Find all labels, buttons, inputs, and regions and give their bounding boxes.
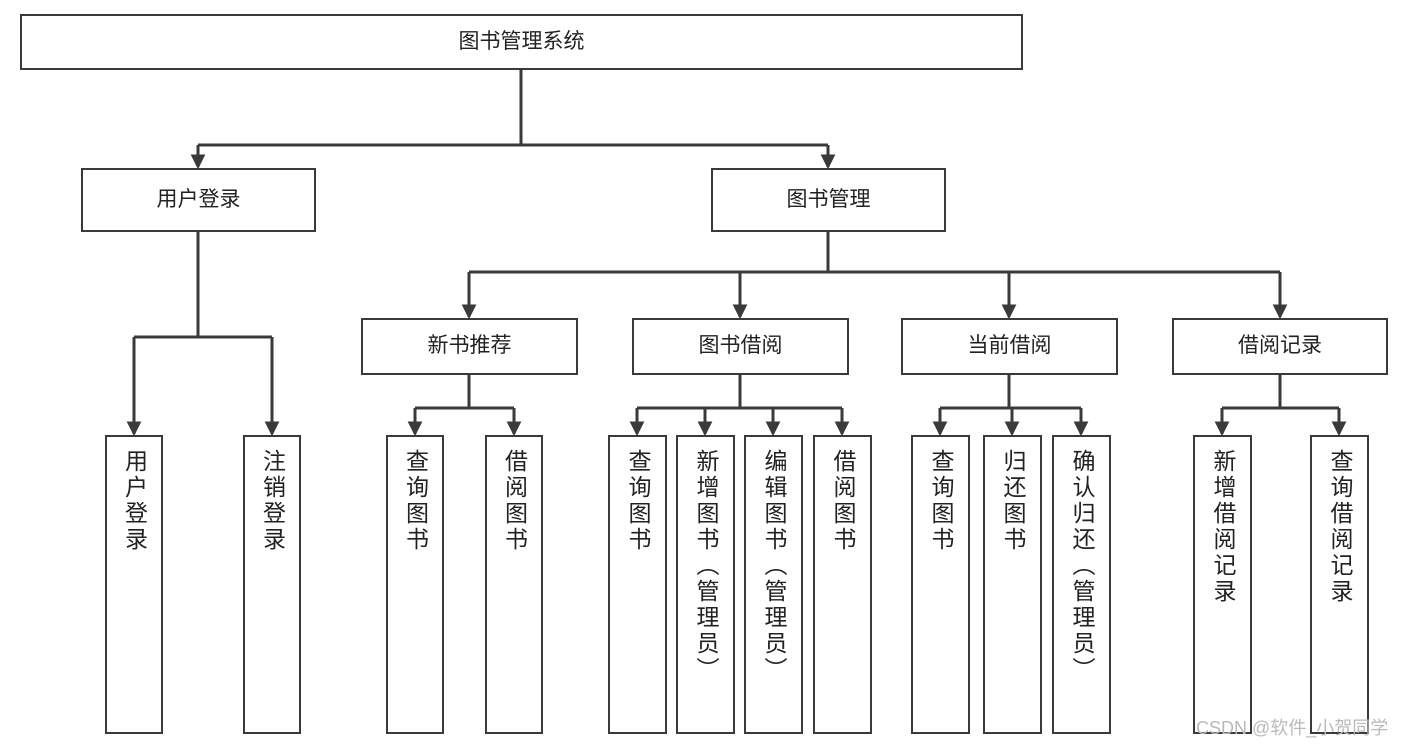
- node-label: 编辑图书（管理员）: [761, 449, 787, 683]
- node-leaf-borrow-book-rec[interactable]: 借阅图书: [485, 435, 543, 734]
- node-label: 查询图书: [402, 449, 429, 553]
- node-leaf-query-record[interactable]: 查询借阅记录: [1310, 435, 1369, 734]
- node-label: 图书管理: [786, 187, 871, 211]
- node-leaf-query-book-borrow[interactable]: 查询图书: [608, 435, 667, 734]
- node-leaf-add-record[interactable]: 新增借阅记录: [1193, 435, 1252, 734]
- node-leaf-add-book[interactable]: 新增图书（管理员）: [676, 435, 735, 734]
- node-leaf-user-logout[interactable]: 注销登录: [243, 435, 301, 734]
- node-label: 注销登录: [259, 449, 286, 553]
- node-label: 借阅图书: [501, 449, 528, 553]
- node-leaf-confirm-return[interactable]: 确认归还（管理员）: [1052, 435, 1111, 734]
- node-root[interactable]: 图书管理系统: [20, 14, 1023, 70]
- node-book-manage[interactable]: 图书管理: [711, 168, 946, 232]
- node-label: 图书管理系统: [458, 29, 585, 53]
- watermark-text: CSDN @软件_小贺同学: [1196, 718, 1389, 738]
- node-label: 用户登录: [156, 187, 241, 211]
- node-new-book-rec[interactable]: 新书推荐: [361, 318, 578, 375]
- node-label: 借阅记录: [1238, 334, 1322, 358]
- node-user-login[interactable]: 用户登录: [81, 168, 316, 232]
- node-label: 确认归还（管理员）: [1069, 449, 1095, 683]
- node-leaf-query-book-rec[interactable]: 查询图书: [386, 435, 444, 734]
- node-leaf-borrow-book[interactable]: 借阅图书: [813, 435, 872, 734]
- node-book-borrow[interactable]: 图书借阅: [632, 318, 849, 375]
- node-label: 查询图书: [625, 449, 651, 553]
- node-leaf-return-book[interactable]: 归还图书: [983, 435, 1042, 734]
- node-borrow-record[interactable]: 借阅记录: [1172, 318, 1388, 375]
- node-label: 图书借阅: [698, 334, 783, 358]
- node-label: 新书推荐: [427, 334, 512, 358]
- node-label: 借阅图书: [830, 449, 856, 553]
- node-leaf-query-book-cur[interactable]: 查询图书: [911, 435, 970, 734]
- node-label: 归还图书: [1000, 449, 1026, 553]
- node-current-borrow[interactable]: 当前借阅: [901, 318, 1118, 375]
- node-label: 查询借阅记录: [1327, 449, 1353, 605]
- node-label: 当前借阅: [967, 334, 1052, 358]
- node-label: 查询图书: [928, 449, 954, 553]
- node-label: 用户登录: [121, 449, 148, 553]
- node-leaf-user-login[interactable]: 用户登录: [105, 435, 163, 734]
- node-label: 新增借阅记录: [1210, 449, 1236, 605]
- node-leaf-edit-book[interactable]: 编辑图书（管理员）: [744, 435, 803, 734]
- node-label: 新增图书（管理员）: [693, 449, 719, 683]
